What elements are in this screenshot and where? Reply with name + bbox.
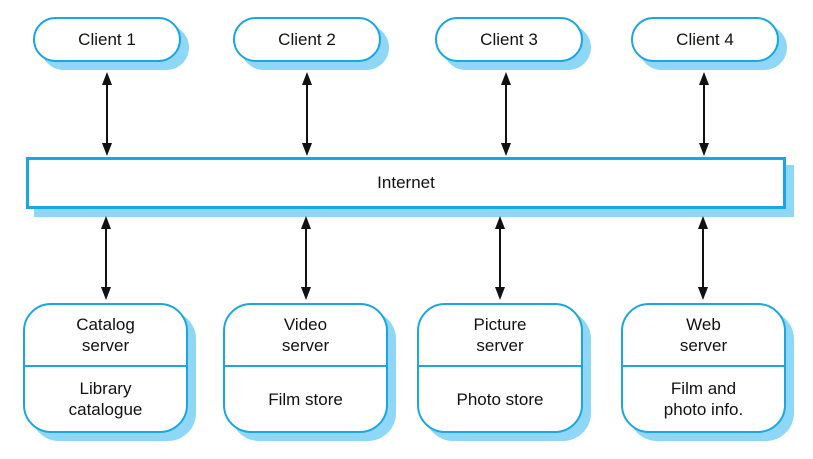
arrow-shaft [305, 225, 307, 291]
arrowhead-down-icon [101, 287, 111, 300]
arrow-shaft [106, 81, 108, 147]
server-node-video: Video server Film store [223, 303, 388, 433]
arrowhead-up-icon [699, 72, 709, 85]
client-node-label: Client 2 [278, 29, 336, 49]
arrowhead-up-icon [495, 216, 505, 229]
client-node-label: Client 1 [78, 29, 136, 49]
arrowhead-up-icon [302, 72, 312, 85]
arrowhead-up-icon [301, 216, 311, 229]
bidirectional-arrow-server-3 [493, 216, 507, 300]
server-node-web: Web server Film and photo info. [621, 303, 786, 433]
arrow-shaft [105, 225, 107, 291]
client-node-2: Client 2 [233, 17, 381, 62]
arrow-shaft [505, 81, 507, 147]
server-name: Video server [225, 305, 386, 367]
arrowhead-down-icon [699, 143, 709, 156]
arrowhead-down-icon [301, 287, 311, 300]
bidirectional-arrow-client-4 [697, 72, 711, 156]
server-name: Web server [623, 305, 784, 367]
arrowhead-down-icon [501, 143, 511, 156]
internet-bar: Internet [26, 157, 786, 209]
arrow-shaft [499, 225, 501, 291]
server-node-catalog: Catalog server Library catalogue [23, 303, 188, 433]
bidirectional-arrow-client-3 [499, 72, 513, 156]
bidirectional-arrow-client-1 [100, 72, 114, 156]
bidirectional-arrow-server-2 [299, 216, 313, 300]
bidirectional-arrow-server-1 [99, 216, 113, 300]
client-node-4: Client 4 [631, 17, 779, 62]
arrow-shaft [703, 81, 705, 147]
arrow-shaft [306, 81, 308, 147]
server-node-picture: Picture server Photo store [417, 303, 583, 433]
arrowhead-up-icon [501, 72, 511, 85]
server-name: Picture server [419, 305, 581, 367]
client-node-3: Client 3 [435, 17, 583, 62]
arrowhead-down-icon [102, 143, 112, 156]
server-store: Library catalogue [68, 379, 143, 419]
arrowhead-up-icon [101, 216, 111, 229]
client-node-1: Client 1 [33, 17, 181, 62]
bidirectional-arrow-server-4 [696, 216, 710, 300]
internet-label: Internet [377, 173, 435, 192]
arrowhead-down-icon [302, 143, 312, 156]
server-store: Photo store [456, 389, 544, 409]
arrow-shaft [702, 225, 704, 291]
arrowhead-down-icon [698, 287, 708, 300]
arrowhead-down-icon [495, 287, 505, 300]
arrowhead-up-icon [698, 216, 708, 229]
client-node-label: Client 3 [480, 29, 538, 49]
bidirectional-arrow-client-2 [300, 72, 314, 156]
client-node-label: Client 4 [676, 29, 734, 49]
server-store: Film store [268, 389, 343, 409]
arrowhead-up-icon [102, 72, 112, 85]
server-store: Film and photo info. [663, 379, 744, 419]
server-name: Catalog server [25, 305, 186, 367]
